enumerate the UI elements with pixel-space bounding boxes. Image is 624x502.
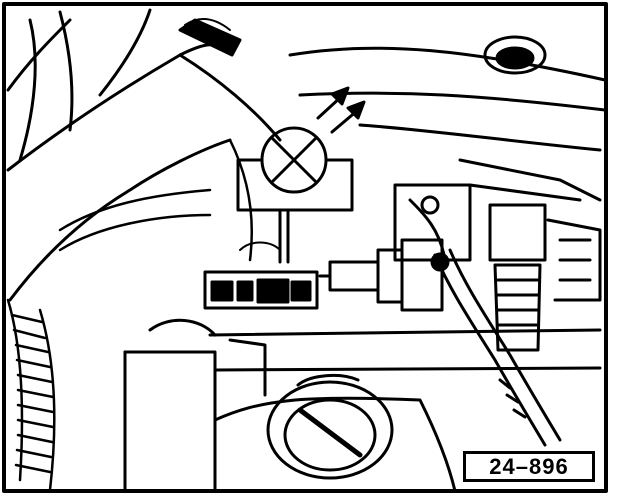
figure-number: 24–896 [489, 453, 569, 479]
sensor-switch [318, 238, 444, 312]
wiring-harness [58, 138, 254, 262]
lower-rail [148, 318, 602, 372]
corrugated-hose [6, 298, 56, 492]
hose-clamp [178, 18, 242, 57]
figure-number-box: 24–896 [463, 451, 595, 482]
outer-border [2, 2, 608, 493]
air-duct-hose [6, 8, 282, 302]
mounting-bracket [393, 158, 602, 262]
warning-lamp-symbol [236, 126, 354, 264]
lower-tank [213, 396, 457, 493]
threaded-component [488, 203, 602, 352]
filler-cap [266, 374, 394, 480]
light-arrows [316, 86, 366, 134]
cable [430, 248, 562, 447]
electrical-connector [203, 241, 319, 310]
top-panel [288, 35, 607, 152]
reservoir-body [123, 338, 267, 493]
